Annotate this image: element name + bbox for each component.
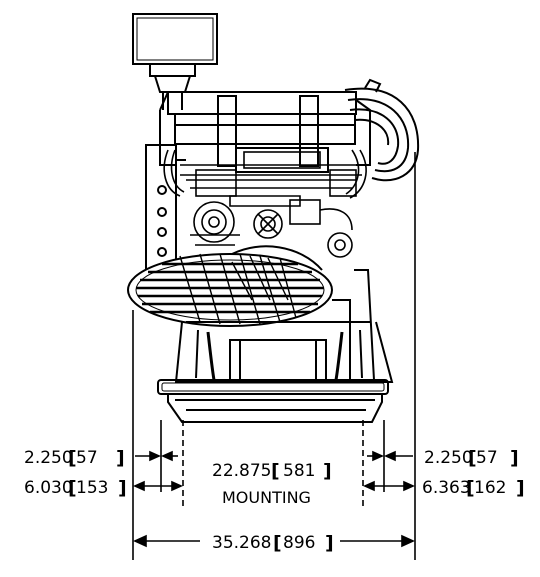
air-cleaner <box>132 13 218 110</box>
mounting-dim-open-bracket: [ <box>271 460 280 482</box>
left-outer-dim-open-bracket: [ <box>68 447 77 469</box>
valve-cover <box>159 91 371 167</box>
overall-width-close-bracket: ] <box>325 532 334 554</box>
right-outer-dim-metric: 57 <box>476 448 498 468</box>
overall-width-value: 35.268 <box>212 533 271 553</box>
left-outer-dim-metric: 57 <box>76 448 98 468</box>
mounting-label: MOUNTING <box>222 488 311 507</box>
overall-width-metric: 896 <box>283 533 315 553</box>
mounting-dim-metric: 581 <box>283 461 315 481</box>
mounting-dim-close-bracket: ] <box>323 460 332 482</box>
overall-width-open-bracket: [ <box>273 532 282 554</box>
right-inner-dim-value: 6.363 <box>422 478 471 498</box>
heat-exchanger <box>127 245 333 327</box>
right-outer-dim-close-bracket: ] <box>510 447 519 469</box>
right-inner-dim-metric: 162 <box>474 478 506 498</box>
left-inner-dim-close-bracket: ] <box>118 477 127 499</box>
left-inner-dim-open-bracket: [ <box>68 477 77 499</box>
turbo-elbow <box>344 78 420 182</box>
left-inner-dim-metric: 153 <box>76 478 108 498</box>
engine-midsection <box>163 147 367 258</box>
dimension-arrows <box>133 450 415 548</box>
right-inner-dim-close-bracket: ] <box>516 477 525 499</box>
right-outer-dim-open-bracket: [ <box>468 447 477 469</box>
mounting-dim-value: 22.875 <box>212 461 271 481</box>
right-inner-dim-open-bracket: [ <box>466 477 475 499</box>
dimension-labels: 2.250 [ 57 ] 6.030 [ 153 ] 2.250 [ 57 ] … <box>24 447 525 554</box>
left-inner-dim-value: 6.030 <box>24 478 73 498</box>
lower-block <box>174 269 394 383</box>
base-frame <box>157 379 389 423</box>
extension-lines <box>132 152 416 560</box>
left-outer-dim-value: 2.250 <box>24 448 73 468</box>
left-outer-dim-close-bracket: ] <box>116 447 125 469</box>
right-outer-dim-value: 2.250 <box>424 448 473 468</box>
